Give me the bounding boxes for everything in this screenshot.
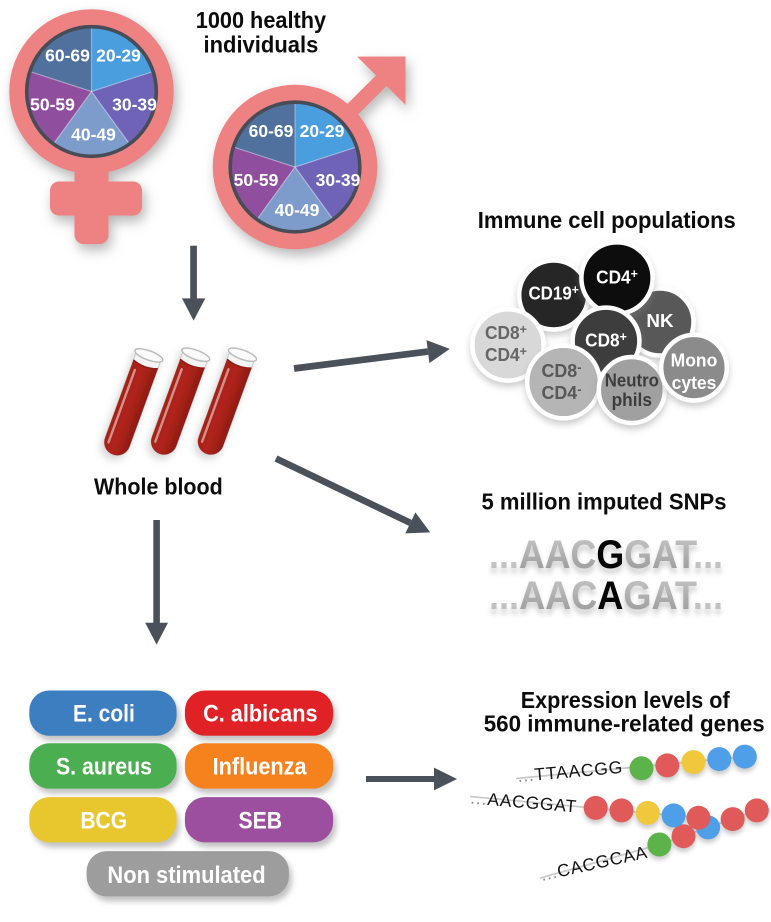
svg-text:phils: phils (612, 390, 652, 410)
svg-text:60-69: 60-69 (249, 121, 294, 141)
svg-text:...AACGGAT...: ...AACGGAT... (489, 533, 723, 577)
svg-text:CD4-: CD4- (542, 382, 582, 404)
svg-text:Influenza: Influenza (213, 754, 307, 781)
svg-text:...AACGGAT: ...AACGGAT (470, 788, 578, 817)
svg-text:S. aureus: S. aureus (56, 754, 152, 781)
svg-text:20-29: 20-29 (300, 121, 345, 141)
svg-text:...AACAGAT...: ...AACAGAT... (489, 574, 723, 618)
svg-text:CD19+: CD19+ (528, 282, 579, 304)
svg-text:30-39: 30-39 (112, 95, 157, 115)
svg-text:40-49: 40-49 (275, 200, 320, 220)
svg-text:1000 healthy: 1000 healthy (196, 7, 326, 33)
svg-text:50-59: 50-59 (30, 95, 75, 115)
svg-text:Expression levels of: Expression levels of (521, 687, 730, 713)
svg-text:560 immune-related genes: 560 immune-related genes (484, 711, 765, 737)
svg-text:...AACAGAT...: ...AACAGAT... (489, 579, 723, 623)
svg-text:30-39: 30-39 (316, 170, 361, 190)
svg-text:CD4+: CD4+ (596, 266, 638, 288)
svg-text:CD4+: CD4+ (485, 343, 527, 365)
svg-text:cytes: cytes (672, 373, 717, 393)
svg-text:Whole blood: Whole blood (94, 474, 223, 500)
svg-text:CD8+: CD8+ (485, 322, 527, 344)
svg-text:40-49: 40-49 (71, 125, 116, 145)
svg-text:Immune cell populations: Immune cell populations (478, 207, 736, 233)
svg-text:Neutro: Neutro (605, 371, 659, 391)
svg-text:SEB: SEB (239, 808, 283, 835)
svg-text:...AACGGAT...: ...AACGGAT... (489, 538, 723, 582)
svg-text:20-29: 20-29 (96, 46, 141, 66)
svg-text:CD8+: CD8+ (585, 329, 627, 351)
svg-text:E. coli: E. coli (73, 701, 135, 728)
svg-text:50-59: 50-59 (234, 170, 279, 190)
svg-text:...CACGCAA: ...CACGCAA (539, 842, 650, 885)
svg-text:C. albicans: C. albicans (203, 701, 317, 728)
svg-text:...TTAACGG: ...TTAACGG (517, 757, 624, 786)
svg-text:BCG: BCG (80, 808, 127, 835)
svg-text:CD8-: CD8- (542, 360, 582, 382)
svg-text:NK: NK (646, 311, 673, 331)
svg-text:60-69: 60-69 (45, 46, 90, 66)
svg-text:individuals: individuals (204, 32, 319, 58)
svg-text:Mono: Mono (671, 350, 718, 370)
svg-text:5 million imputed SNPs: 5 million imputed SNPs (482, 488, 727, 514)
svg-text:Non stimulated: Non stimulated (107, 862, 265, 889)
